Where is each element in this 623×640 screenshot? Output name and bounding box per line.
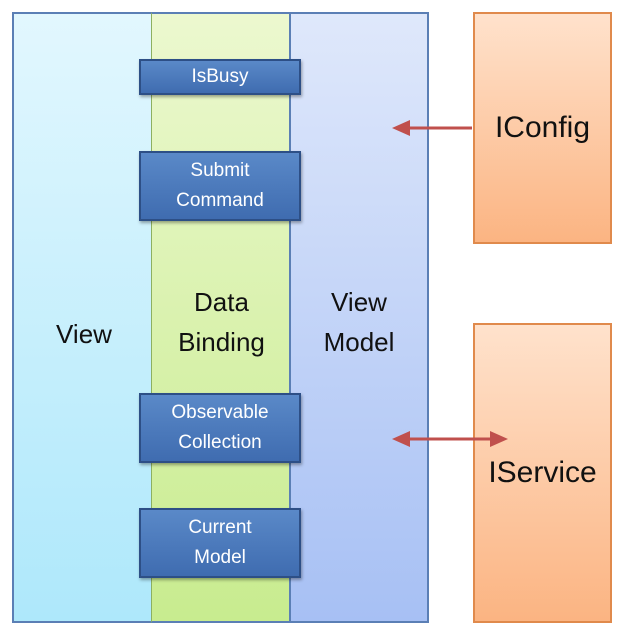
view-label: View	[56, 319, 112, 349]
observable-collection-property: Observable Collection	[139, 393, 301, 463]
view-model-label-line1: View	[331, 287, 387, 317]
observable-collection-label-line1: Observable	[171, 402, 269, 423]
data-binding-label-line1: Data	[194, 287, 249, 317]
current-model-label-line1: Current	[188, 517, 252, 538]
iservice-box: IService	[473, 323, 612, 623]
view-column: View	[12, 12, 154, 623]
iservice-label: IService	[488, 456, 597, 489]
submit-command-label-line1: Submit	[190, 160, 250, 181]
isbusy-label: IsBusy	[191, 66, 249, 87]
submit-command-property: Submit Command	[139, 151, 301, 221]
observable-collection-label-line2: Collection	[178, 432, 262, 453]
iconfig-label: IConfig	[494, 111, 591, 144]
iconfig-box: IConfig	[473, 12, 612, 244]
data-binding-label-line2: Binding	[178, 327, 265, 357]
submit-command-label-line2: Command	[176, 190, 264, 211]
isbusy-property: IsBusy	[139, 59, 301, 95]
current-model-property: Current Model	[139, 508, 301, 578]
view-model-label-line2: Model	[323, 327, 395, 357]
iservice-arrow	[392, 431, 508, 447]
view-model-column: View Model	[289, 12, 429, 623]
current-model-label-line2: Model	[194, 547, 246, 568]
iconfig-arrow	[392, 120, 472, 136]
